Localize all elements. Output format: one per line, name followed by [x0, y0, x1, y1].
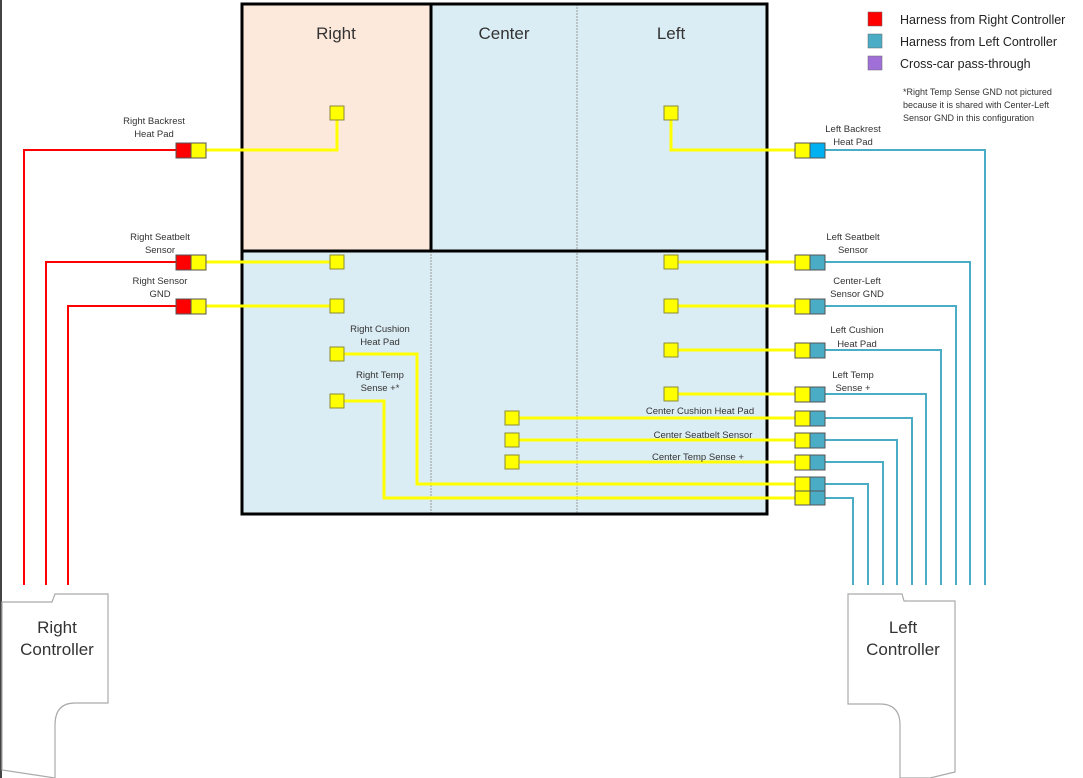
wire-left-backrest	[669, 113, 795, 152]
label-left-backrest-2: Heat Pad	[833, 137, 873, 148]
label-left-cushion-2: Heat Pad	[837, 339, 877, 350]
wire-right-temp-cross	[337, 399, 795, 500]
label-center-temp: Center Temp Sense +	[652, 452, 744, 463]
legend-label-right: Harness from Right Controller	[900, 13, 1065, 27]
left-controller-label-2: Controller	[866, 640, 940, 659]
connector-right-seatbelt[interactable]	[175, 254, 207, 271]
label-left-temp-2: Sense +	[835, 383, 871, 394]
left-controller-label-1: Left	[889, 618, 918, 637]
pad-center-left-gnd[interactable]	[663, 298, 679, 314]
legend-note-3: Sensor GND in this configuration	[903, 113, 1034, 123]
label-left-cushion-1: Left Cushion	[830, 325, 883, 336]
legend-label-left: Harness from Left Controller	[900, 35, 1057, 49]
right-controller[interactable]: Right Controller	[1, 593, 109, 778]
legend-item-right-harness: Harness from Right Controller	[867, 11, 1065, 27]
right-connector-labels: Right Backrest Heat Pad Right Seatbelt S…	[123, 116, 190, 300]
wire-right-backrest	[206, 113, 339, 152]
label-right-temp-1: Right Temp	[356, 370, 404, 381]
label-left-seatbelt-2: Sensor	[838, 245, 868, 256]
red-wire-3	[67, 305, 176, 585]
red-wire-1	[23, 149, 176, 585]
connector-left-backrest[interactable]	[794, 142, 826, 159]
pad-center-cushion[interactable]	[504, 410, 520, 426]
pad-right-seatbelt[interactable]	[329, 254, 345, 270]
legend-swatch-red	[867, 11, 883, 27]
seat-pads	[329, 105, 679, 470]
pad-left-cushion[interactable]	[663, 342, 679, 358]
label-right-gnd-1: Right Sensor	[133, 276, 188, 287]
connector-right-sensor-gnd[interactable]	[175, 298, 207, 315]
label-left-temp-1: Left Temp	[832, 370, 874, 381]
column-title-left: Left	[657, 24, 686, 43]
connector-left-temp[interactable]	[794, 386, 826, 403]
blue-wire-10	[825, 497, 854, 585]
pad-left-seatbelt[interactable]	[663, 254, 679, 270]
pad-right-temp[interactable]	[329, 393, 345, 409]
left-controller[interactable]: Left Controller	[847, 593, 956, 778]
label-right-backrest-1: Right Backrest	[123, 116, 185, 127]
label-right-cushion-2: Heat Pad	[360, 337, 400, 348]
label-left-backrest-1: Left Backrest	[825, 124, 881, 135]
connector-center-seatbelt[interactable]	[794, 432, 826, 449]
red-wires	[23, 149, 176, 585]
label-left-seatbelt-1: Left Seatbelt	[826, 232, 880, 243]
label-center-left-gnd-2: Sensor GND	[830, 289, 884, 300]
label-right-cushion-1: Right Cushion	[350, 324, 410, 335]
red-wire-2	[45, 261, 176, 585]
legend-note-1: *Right Temp Sense GND not pictured	[903, 87, 1052, 97]
pad-left-temp[interactable]	[663, 386, 679, 402]
wire-right-cushion-cross	[337, 352, 795, 486]
pad-center-temp[interactable]	[504, 454, 520, 470]
legend-item-crosscar: Cross-car pass-through	[867, 55, 1031, 71]
connector-right-temp-pass[interactable]	[794, 490, 826, 506]
left-connector-labels: Left Backrest Heat Pad Left Seatbelt Sen…	[350, 124, 884, 463]
legend-swatch-blue	[867, 33, 883, 49]
column-title-right: Right	[316, 24, 356, 43]
legend-item-left-harness: Harness from Left Controller	[867, 33, 1057, 49]
label-right-backrest-2: Heat Pad	[134, 129, 174, 140]
connector-left-seatbelt[interactable]	[794, 254, 826, 271]
right-harness-connectors	[175, 142, 207, 315]
yellow-wires	[206, 113, 795, 500]
connector-center-temp[interactable]	[794, 454, 826, 471]
connector-center-cushion[interactable]	[794, 410, 826, 427]
label-center-cushion: Center Cushion Heat Pad	[646, 406, 754, 417]
pad-right-sensor-gnd[interactable]	[329, 298, 345, 314]
pad-center-seatbelt[interactable]	[504, 432, 520, 448]
blue-wire-2	[825, 261, 971, 585]
label-right-temp-2: Sense +*	[361, 383, 400, 394]
right-controller-shape	[1, 593, 109, 778]
blue-wire-1	[825, 149, 986, 585]
label-center-left-gnd-1: Center-Left	[833, 276, 881, 287]
label-right-seatbelt-2: Sensor	[145, 245, 175, 256]
label-right-seatbelt-1: Right Seatbelt	[130, 232, 190, 243]
blue-wires	[825, 149, 986, 585]
column-title-center: Center	[478, 24, 529, 43]
pad-left-backrest[interactable]	[663, 105, 679, 121]
left-controller-shape	[847, 593, 956, 778]
right-controller-label-2: Controller	[20, 640, 94, 659]
blue-wire-3	[825, 305, 957, 585]
pad-right-cushion[interactable]	[329, 346, 345, 362]
legend-swatch-purple	[867, 55, 883, 71]
connector-right-backrest[interactable]	[175, 142, 207, 159]
blue-wire-7	[825, 439, 898, 585]
label-center-seatbelt: Center Seatbelt Sensor	[654, 430, 753, 441]
left-harness-connectors	[794, 142, 826, 506]
blue-wire-9	[825, 483, 869, 585]
legend-note-2: because it is shared with Center-Left	[903, 100, 1050, 110]
blue-wire-5	[825, 393, 927, 585]
right-controller-label-1: Right	[37, 618, 77, 637]
seat-outline	[240, 2, 769, 516]
blue-wire-6	[825, 417, 913, 585]
connector-right-cushion-pass[interactable]	[794, 476, 826, 492]
connector-center-left-gnd[interactable]	[794, 298, 826, 315]
label-right-gnd-2: GND	[149, 289, 170, 300]
connector-left-cushion[interactable]	[794, 342, 826, 359]
legend: Harness from Right Controller Harness fr…	[867, 11, 1065, 123]
blue-wire-8	[825, 461, 884, 585]
blue-wire-4	[825, 349, 942, 585]
legend-label-crosscar: Cross-car pass-through	[900, 57, 1031, 71]
pad-right-backrest[interactable]	[329, 105, 345, 121]
